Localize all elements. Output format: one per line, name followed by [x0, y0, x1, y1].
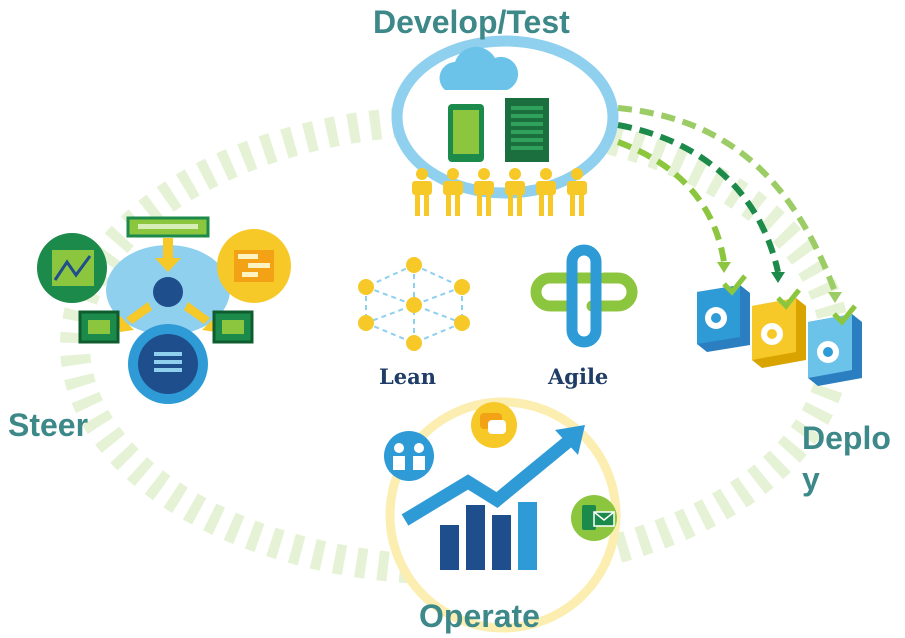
- operate-icon-group: [384, 397, 621, 633]
- trend-arrow-icon: [401, 425, 585, 526]
- deploy-arrowheads: [717, 262, 842, 303]
- tablet-icon: [448, 104, 484, 162]
- document-stack-icon: [126, 216, 210, 238]
- deploy-arrows: [616, 105, 838, 294]
- stage-label-deploy: Deploy: [802, 420, 891, 497]
- server-rack-icon: [505, 98, 549, 162]
- steer-icon-group: [37, 216, 291, 404]
- stage-label-steer: Steer: [8, 407, 89, 443]
- deploy-box-check-icon: [808, 304, 862, 386]
- gantt-chart-icon: [217, 229, 291, 303]
- dashboard-hub-icon: [153, 277, 183, 307]
- lean-network-icon: [358, 257, 470, 351]
- bar-chart-growth-icon: [440, 502, 537, 570]
- stage-label-develop-test: Develop/Test: [373, 4, 570, 40]
- lean-label: Lean: [379, 364, 437, 389]
- develop-test-icon-group: [391, 35, 619, 216]
- agile-links-icon: [530, 244, 638, 348]
- gear-icon: [817, 341, 839, 363]
- report-list-icon: [78, 310, 254, 344]
- chat-bubble-icon: [471, 402, 517, 448]
- cloud-icon: [439, 46, 519, 90]
- people-meeting-icon: [384, 431, 434, 481]
- stage-label-operate: Operate: [419, 598, 540, 634]
- agile-label: Agile: [548, 364, 609, 389]
- gear-icon: [761, 323, 783, 345]
- deploy-box-check-icon: [752, 288, 806, 368]
- mobile-mail-icon: [571, 495, 617, 541]
- line-chart-icon: [37, 233, 107, 303]
- document-stack-icon: [128, 324, 208, 404]
- team-people-icon: [412, 168, 587, 216]
- gear-icon: [705, 307, 727, 329]
- deploy-box-check-icon: [697, 274, 750, 352]
